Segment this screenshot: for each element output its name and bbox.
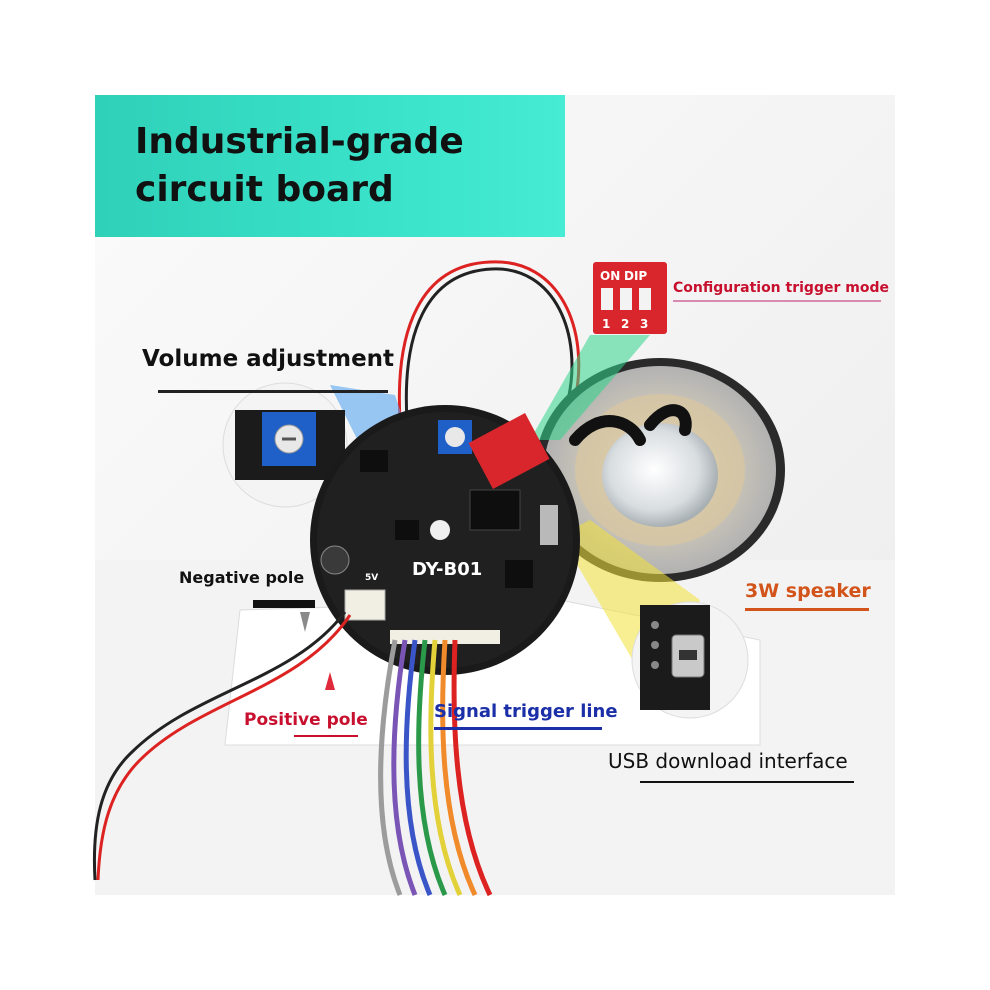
config-trigger-label: Configuration trigger mode <box>673 280 889 296</box>
circuit-board: DY-B01 5V <box>310 405 580 675</box>
dip-number-1: 1 <box>602 317 610 331</box>
positive-wire <box>96 614 352 881</box>
board-model-text: DY-B01 <box>412 559 482 580</box>
board-pin-label: 5V <box>365 573 378 583</box>
config-underline <box>673 300 881 302</box>
dip-number-2: 2 <box>621 317 629 331</box>
speaker-underline <box>745 608 869 611</box>
headline-banner <box>95 95 565 237</box>
usb-interface-label: USB download interface <box>608 749 848 773</box>
headline-text: Industrial-grade circuit board <box>135 118 464 214</box>
usb-underline <box>640 781 854 783</box>
config-pointer-wedge <box>530 335 650 440</box>
signal-underline <box>434 727 602 730</box>
positive-pole-marker <box>325 672 335 690</box>
negative-pole-marker <box>300 612 310 632</box>
positive-pole-label: Positive pole <box>244 710 368 730</box>
dip-label-text: DIP <box>624 269 647 283</box>
negative-underline <box>253 600 315 608</box>
volume-zoom-inset <box>222 382 348 508</box>
headline-line-1: Industrial-grade <box>135 121 464 162</box>
config-zoom-inset: ON DIP 1 2 3 <box>593 262 667 334</box>
headline-line-2: circuit board <box>135 169 394 210</box>
usb-zoom-inset <box>631 601 749 719</box>
positive-underline <box>294 735 358 737</box>
volume-adjustment-label: Volume adjustment <box>142 346 395 372</box>
ribbon-cable <box>378 639 493 897</box>
negative-pole-label: Negative pole <box>179 568 305 587</box>
volume-underline <box>158 390 388 393</box>
speaker-wire-black <box>404 267 574 421</box>
speaker-wire-red <box>397 260 581 421</box>
dip-number-3: 3 <box>640 317 648 331</box>
speaker-label: 3W speaker <box>745 580 871 602</box>
signal-trigger-label: Signal trigger line <box>434 701 618 722</box>
negative-wire <box>92 611 347 881</box>
dip-on-text: ON <box>600 269 620 283</box>
